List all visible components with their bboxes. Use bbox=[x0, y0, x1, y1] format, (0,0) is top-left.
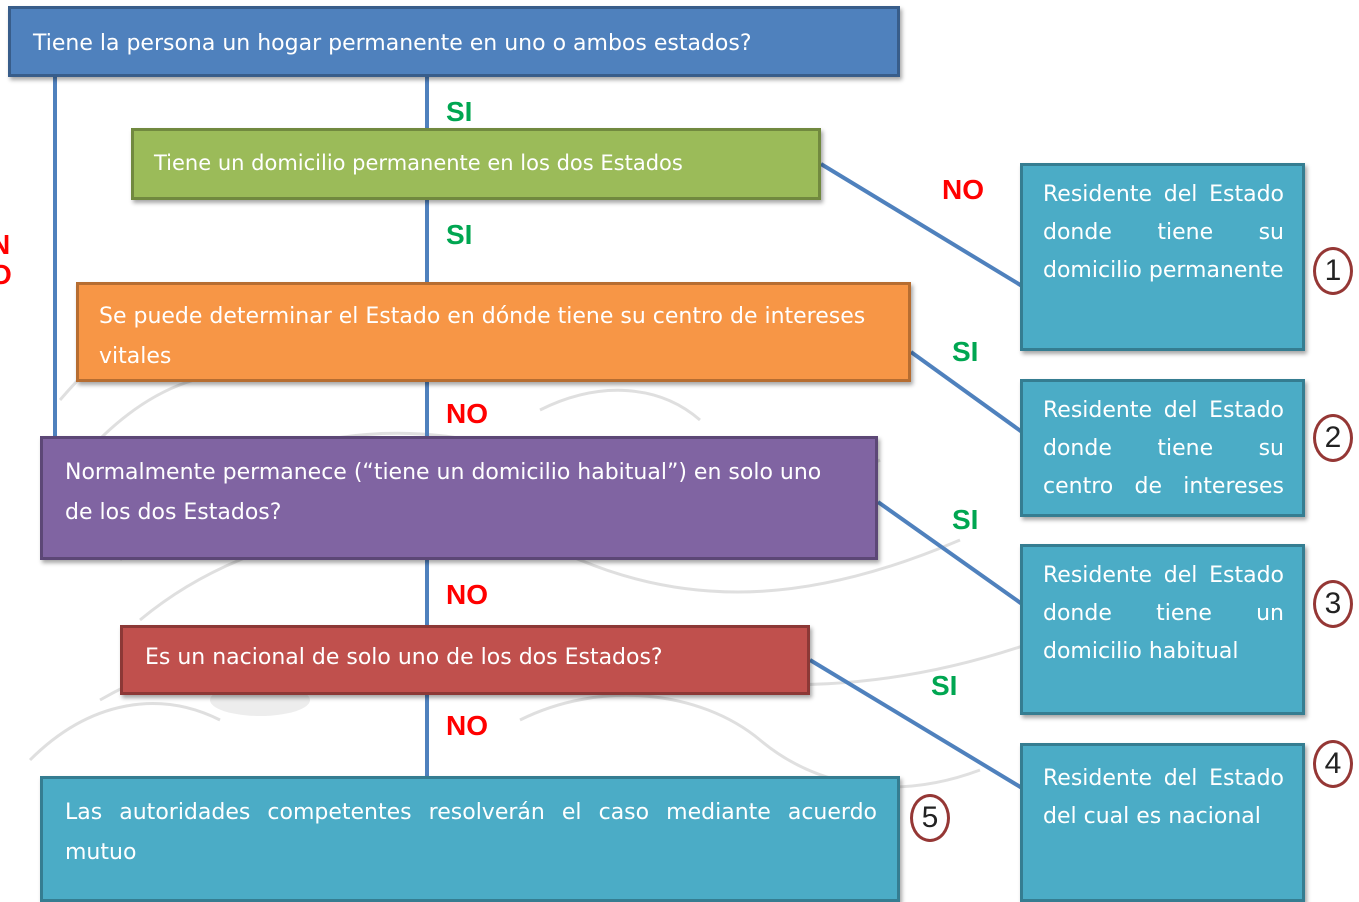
result-permanent-home: Residente del Estado donde tiene su domi… bbox=[1020, 163, 1305, 351]
edge-label-no-1: NO bbox=[446, 398, 488, 429]
result-number-2: 2 bbox=[1313, 414, 1353, 462]
edge-label-si-1: SI bbox=[446, 96, 473, 127]
edge-label-no-2: NO bbox=[446, 579, 488, 610]
result-vital-interests: Residente del Estado donde tiene su cent… bbox=[1020, 379, 1305, 517]
decision-nationality: Es un nacional de solo uno de los dos Es… bbox=[120, 625, 810, 695]
result-nationality: Residente del Estado del cual es naciona… bbox=[1020, 743, 1305, 902]
edge-label-si-2: SI bbox=[446, 219, 473, 250]
decision-vital-interests: Se puede determinar el Estado en dónde t… bbox=[76, 282, 911, 382]
edge-label-left-partial: N O bbox=[0, 229, 12, 290]
result-number-4: 4 bbox=[1313, 740, 1353, 788]
connector-national-to-result-4 bbox=[808, 658, 1024, 790]
result-number-1: 1 bbox=[1313, 247, 1353, 295]
decision-home-in-both-states: Tiene un domicilio permanente en los dos… bbox=[131, 128, 821, 200]
result-habitual-abode: Residente del Estado donde tiene un domi… bbox=[1020, 544, 1305, 715]
outcome-number-5: 5 bbox=[910, 794, 950, 842]
edge-label-si-right-4: SI bbox=[931, 670, 958, 701]
edge-label-no-3: NO bbox=[446, 710, 488, 741]
edge-label-si-right-3: SI bbox=[952, 504, 979, 535]
connector-habitual-to-result-3 bbox=[876, 500, 1024, 606]
result-number-3: 3 bbox=[1313, 580, 1353, 628]
decision-permanent-home: Tiene la persona un hogar permanente en … bbox=[8, 6, 900, 77]
connector-both-to-result-1 bbox=[819, 162, 1024, 288]
decision-habitual-abode: Normalmente permanece (“tiene un domicil… bbox=[40, 436, 878, 560]
edge-label-si-right-2: SI bbox=[952, 336, 979, 367]
edge-label-no-right: NO bbox=[942, 174, 984, 205]
connector-vital-to-result-2 bbox=[909, 350, 1024, 434]
outcome-mutual-agreement: Las autoridades competentes resolverán e… bbox=[40, 776, 900, 902]
